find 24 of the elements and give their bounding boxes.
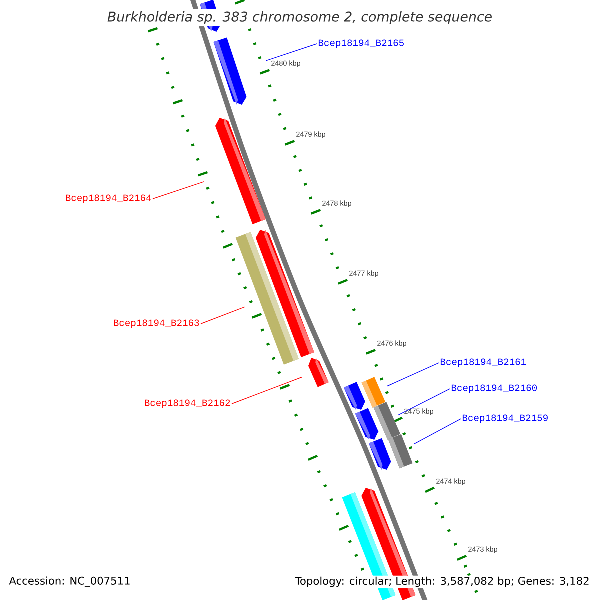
gene-block: [388, 434, 413, 469]
leader-line: [152, 181, 205, 200]
leader-line: [414, 418, 462, 445]
accession-label: Accession: NC_007511: [8, 576, 132, 588]
gene-block: [308, 358, 329, 388]
gene-block: [368, 438, 392, 470]
gene-block: [344, 382, 366, 410]
leader-line: [387, 362, 440, 387]
gene-label: Bcep18194_B2164: [66, 194, 152, 204]
gene-block: [214, 38, 247, 106]
gene-label: Bcep18194_B2159: [462, 414, 548, 424]
leader-line: [398, 388, 450, 416]
gene-block: [215, 118, 266, 224]
gene-label: Bcep18194_B2161: [440, 358, 526, 368]
leader-line: [266, 44, 318, 62]
leader-line: [200, 306, 246, 324]
gene-label: Bcep18194_B2163: [114, 320, 200, 328]
sequence-info: Topology: circular; Length: 3,587,082 bp; Genes: 3,182: [294, 576, 591, 588]
leader-line: [232, 376, 303, 404]
gene-block: [355, 408, 379, 440]
gene-label: Bcep18194_B2160: [452, 384, 538, 394]
gene-block: [236, 232, 299, 365]
gene-label: Bcep18194_B2165: [318, 40, 404, 48]
gene-label: Bcep18194_B2162: [145, 400, 230, 408]
